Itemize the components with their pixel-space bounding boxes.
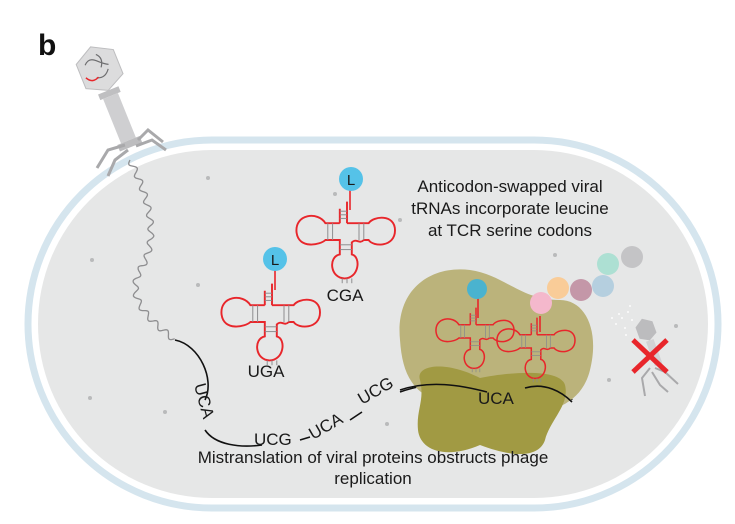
ribosome-small-subunit: [417, 366, 566, 455]
inhibition-cross-icon: [631, 338, 669, 374]
top-annotation: Anticodon-swapped viral tRNAs incorporat…: [411, 177, 608, 240]
dot: [196, 283, 200, 287]
bacteriophage-icon: [75, 46, 167, 177]
ribosome-codon: UCA: [478, 389, 515, 408]
annotation-line: Mistranslation of viral proteins obstruc…: [198, 448, 549, 467]
dot: [206, 176, 210, 180]
peptide-bead: [621, 246, 643, 268]
mrna-in-ribosome: [399, 383, 573, 403]
peptide-bead: [597, 253, 619, 275]
failed-phage-icon: [611, 305, 679, 397]
peptide-bead: [547, 277, 569, 299]
anticodon-label: CGA: [327, 286, 365, 305]
trna-cga: L CGA: [295, 167, 396, 305]
cell-membrane-gap: [33, 145, 713, 503]
annotation-line: at TCR serine codons: [428, 221, 592, 240]
mrna-codon: UCG: [254, 430, 292, 449]
panel-label: b: [38, 29, 56, 62]
phage-tail: [103, 92, 136, 144]
dot: [163, 410, 167, 414]
annotation-line: Anticodon-swapped viral: [417, 177, 602, 196]
peptide-bead: [592, 275, 614, 297]
annotation-line: tRNAs incorporate leucine: [411, 199, 608, 218]
amino-acid-label: L: [347, 172, 355, 189]
peptide-bead: [530, 292, 552, 314]
phage-trna-gene: [85, 76, 100, 82]
phage-collar: [98, 86, 121, 101]
peptide-bead: [570, 279, 592, 301]
dot: [333, 192, 337, 196]
bottom-annotation: Mistranslation of viral proteins obstruc…: [198, 448, 549, 488]
dot: [90, 258, 94, 262]
ribosome-trna-2: [496, 316, 576, 383]
dot: [398, 218, 402, 222]
phage-baseplate: [117, 135, 143, 152]
leucine-icon: [339, 167, 363, 191]
mrna-strand: [174, 339, 573, 447]
cytoplasm-dots: [88, 176, 678, 426]
dot: [88, 396, 92, 400]
leucine-icon: [263, 247, 287, 271]
annotation-line: replication: [334, 469, 412, 488]
amino-acid-bead: [467, 279, 487, 299]
disintegrating-capsid: [611, 305, 633, 336]
cell-wall: [24, 136, 722, 512]
trna-uga: L UGA: [220, 247, 321, 381]
injected-phage-dna: [128, 159, 175, 341]
dot: [385, 422, 389, 426]
dot: [674, 324, 678, 328]
nascent-peptide-chain: [530, 246, 643, 314]
phage-tail-fibers: [95, 127, 167, 177]
ribosome-trna-1: [435, 279, 515, 373]
anticodon-label: UGA: [248, 362, 286, 381]
amino-acid-label: L: [271, 252, 279, 269]
dot: [553, 253, 557, 257]
dot: [607, 378, 611, 382]
